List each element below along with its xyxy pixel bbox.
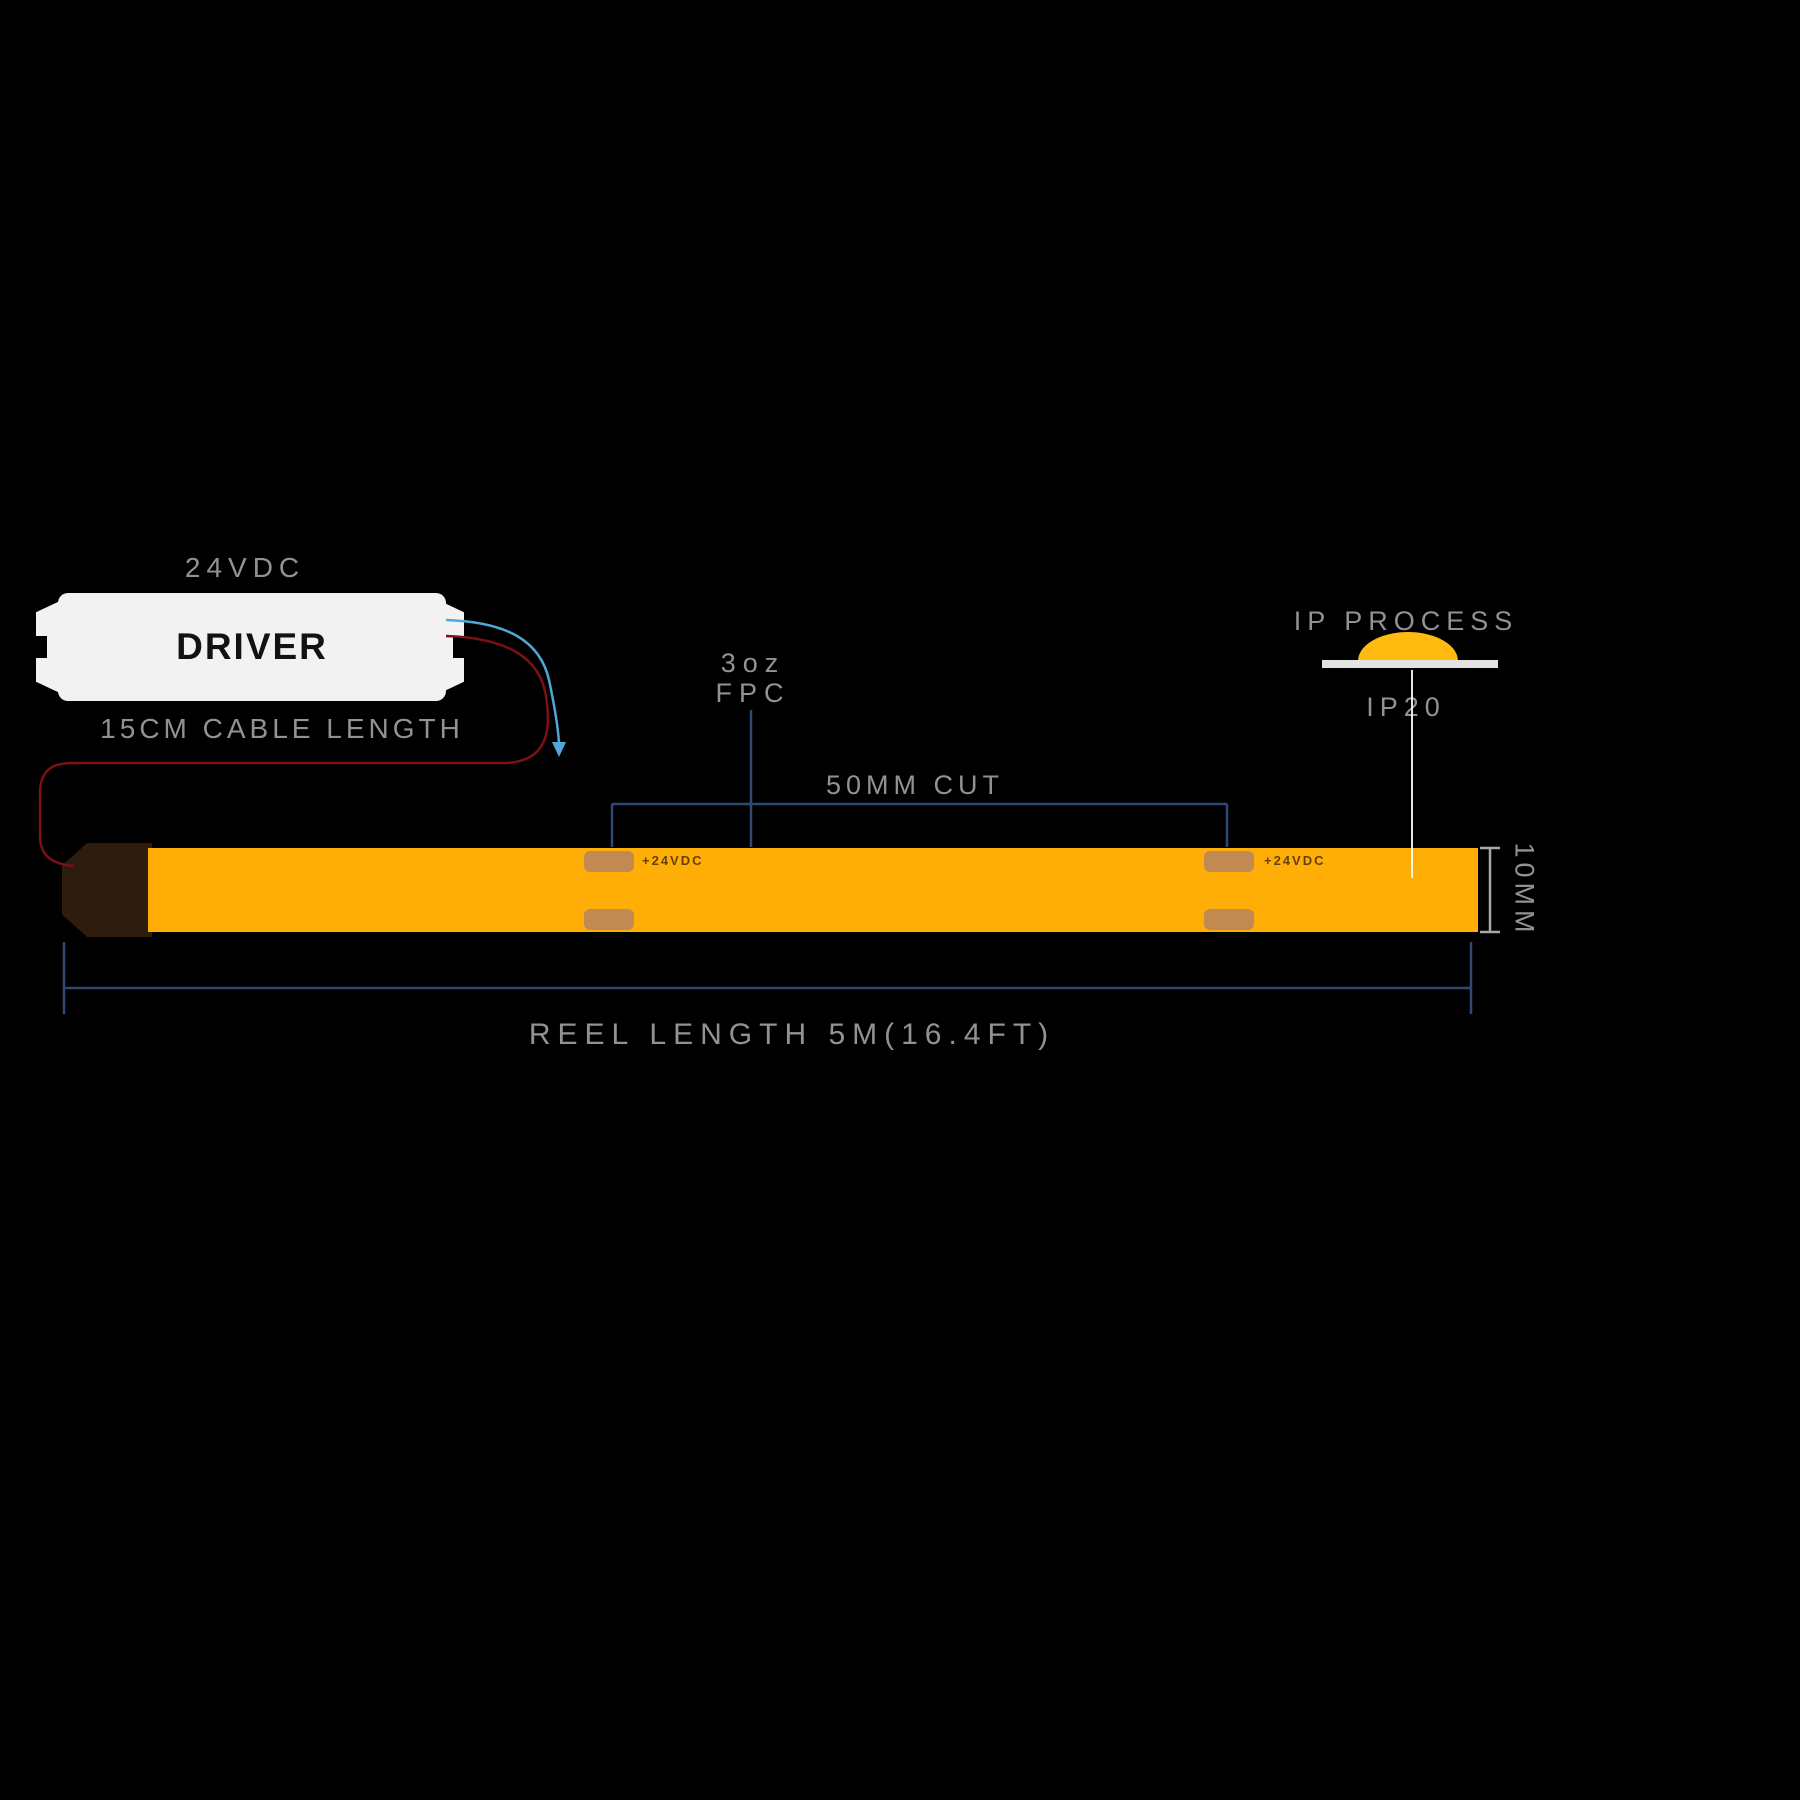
ip-rating-label: IP20 bbox=[1366, 692, 1446, 722]
strip-voltage-marking: +24VDC bbox=[1264, 853, 1326, 868]
solder-pad bbox=[584, 851, 634, 872]
strip-end-cap bbox=[62, 843, 152, 937]
cut-dimension-bracket bbox=[610, 802, 1229, 847]
cut-length-label: 50MM CUT bbox=[825, 770, 1005, 800]
driver-tab-notch-right bbox=[453, 636, 468, 658]
ip-process-label: IP PROCESS bbox=[1293, 606, 1519, 636]
ip-strip-cross-section bbox=[1322, 660, 1498, 668]
driver-tab-notch-left bbox=[32, 636, 47, 658]
fpc-label-line2: FPC bbox=[715, 678, 791, 708]
wire-arrowhead-icon bbox=[552, 742, 566, 757]
solder-pad bbox=[584, 909, 634, 930]
driver-name-label: DRIVER bbox=[176, 626, 328, 667]
cable-length-label: 15CM CABLE LENGTH bbox=[100, 713, 464, 744]
reel-length-dimension-bracket bbox=[62, 942, 1473, 1014]
driver-voltage-label: 24VDC bbox=[184, 552, 306, 583]
width-dimension-bracket bbox=[1480, 846, 1500, 934]
strip-width-label: 10MM bbox=[1509, 842, 1540, 938]
driver-box: DRIVER bbox=[58, 593, 446, 701]
strip-voltage-marking: +24VDC bbox=[642, 853, 704, 868]
reel-length-label: REEL LENGTH 5M(16.4FT) bbox=[528, 1018, 1056, 1051]
solder-pad bbox=[1204, 851, 1254, 872]
fpc-label-line1: 3oz bbox=[720, 648, 786, 678]
solder-pad bbox=[1204, 909, 1254, 930]
